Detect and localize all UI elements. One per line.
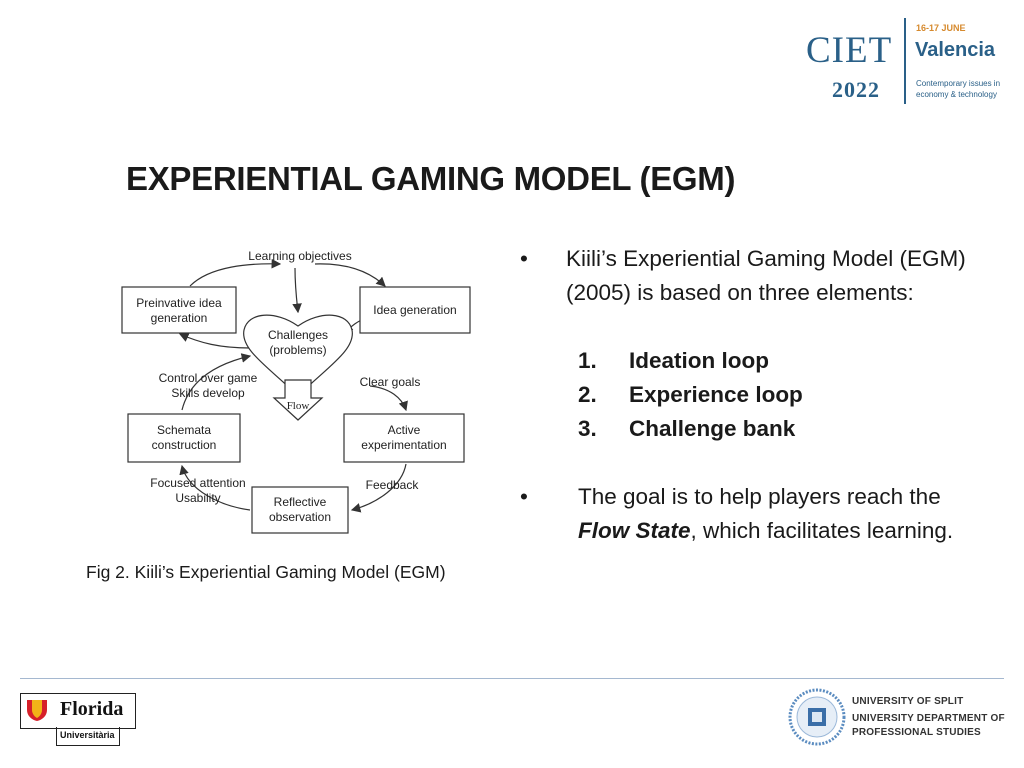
label-focused-2: Usability <box>175 491 220 505</box>
florida-logo-sub: Universitària <box>60 730 115 740</box>
arrow-objectives-to-idea <box>314 263 386 287</box>
split-logo-line-2: UNIVERSITY DEPARTMENT OF <box>852 713 1005 724</box>
egm-diagram: Learning objectives Preinvative idea gen… <box>121 249 471 534</box>
ciet-logo-date: 16-17 JUNE <box>916 23 966 33</box>
label-reflective-2: observation <box>269 510 331 524</box>
flow-arrow <box>272 379 324 421</box>
label-challenges-2: (problems) <box>269 343 326 357</box>
box-active <box>343 413 465 463</box>
label-learning-objectives: Learning objectives <box>248 249 351 263</box>
list-item-number: 1. <box>578 348 597 373</box>
label-schemata-1: Schemata <box>157 423 211 437</box>
arrow-preinvative-to-objectives <box>189 258 282 287</box>
florida-shield-icon <box>27 700 47 721</box>
footer-divider <box>20 678 1004 679</box>
list-item-number: 2. <box>578 382 597 407</box>
arrow-flow-to-active <box>369 385 408 412</box>
label-control-2: Skills develop <box>171 386 245 400</box>
label-clear-goals: Clear goals <box>360 375 421 389</box>
list-item: 2. Experience loop <box>578 378 918 412</box>
florida-logo-frame <box>20 693 136 729</box>
list-item-label: Ideation loop <box>629 348 769 373</box>
label-preinvative-2: generation <box>151 311 208 325</box>
ciet-logo-city: Valencia <box>915 39 996 61</box>
label-focused-1: Focused attention <box>150 476 245 490</box>
box-idea-generation <box>359 286 471 334</box>
bullet-marker-1: • <box>520 246 528 271</box>
label-preinvative-1: Preinvative idea <box>136 296 222 310</box>
list-item: 3. Challenge bank <box>578 412 918 446</box>
university-of-split-logo: UNIVERSITY OF SPLIT UNIVERSITY DEPARTMEN… <box>788 688 1013 748</box>
box-schemata <box>127 413 241 463</box>
list-item-label: Challenge bank <box>629 416 796 441</box>
slide-title: EXPERIENTIAL GAMING MODEL (EGM) <box>126 160 736 197</box>
florida-logo-name: Florida <box>60 698 124 720</box>
bullet-marker-2: • <box>520 484 528 509</box>
label-feedback: Feedback <box>366 478 420 492</box>
university-seal-icon <box>788 688 846 746</box>
label-control-1: Control over game <box>159 371 258 385</box>
label-active-2: experimentation <box>361 438 446 452</box>
arrow-challenges-to-preinvative <box>178 333 251 349</box>
label-challenges-1: Challenges <box>268 328 328 342</box>
list-item-number: 3. <box>578 416 597 441</box>
arrow-objectives-to-challenges <box>292 267 302 314</box>
label-schemata-2: construction <box>152 438 217 452</box>
label-flow: Flow <box>287 400 310 412</box>
arrow-reflective-to-schemata <box>179 464 251 511</box>
bullet-2-text-post: , which facilitates learning. <box>690 518 954 543</box>
figure-caption: Fig 2. Kiili’s Experiential Gaming Model… <box>86 562 446 582</box>
ciet-logo-tagline-2: economy & technology <box>916 90 997 99</box>
bullet-2-text-pre: The goal is to help players reach the <box>578 484 941 509</box>
elements-list: 1. Ideation loop 2. Experience loop 3. C… <box>578 344 918 446</box>
split-logo-line-1: UNIVERSITY OF SPLIT <box>852 696 964 707</box>
list-item: 1. Ideation loop <box>578 344 918 378</box>
label-idea-generation: Idea generation <box>373 303 456 317</box>
arrow-active-to-reflective <box>350 463 407 513</box>
box-preinvative <box>121 286 237 334</box>
label-active-1: Active <box>388 423 421 437</box>
arrow-schemata-to-challenges <box>181 353 252 411</box>
ciet-logo-year: 2022 <box>832 77 880 102</box>
bullet-2-text: The goal is to help players reach the Fl… <box>578 480 978 548</box>
florida-universitaria-logo: Florida Universitària <box>20 693 136 749</box>
ciet-logo-tagline-1: Contemporary issues in <box>916 79 1001 88</box>
ciet-2022-logo: CIET 2022 16-17 JUNE Valencia Contempora… <box>806 18 1016 104</box>
list-item-label: Experience loop <box>629 382 803 407</box>
heart-challenges <box>243 314 353 397</box>
florida-logo-subframe <box>56 727 120 746</box>
ciet-logo-divider <box>904 18 906 104</box>
label-reflective-1: Reflective <box>274 495 327 509</box>
bullet-1-text: Kiili’s Experiential Gaming Model (EGM) … <box>566 246 966 305</box>
flow-state-emphasis: Flow State <box>578 518 691 543</box>
box-reflective <box>251 486 349 534</box>
ciet-logo-name: CIET <box>806 30 893 71</box>
split-logo-line-3: PROFESSIONAL STUDIES <box>852 727 981 738</box>
